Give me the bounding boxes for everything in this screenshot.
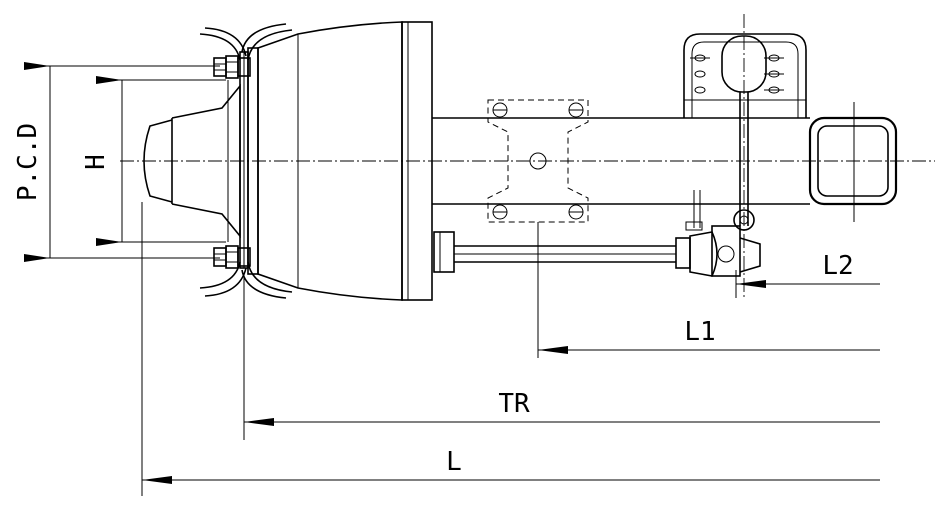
extension-lines [141,202,737,496]
bottom-wheel-bolt [213,245,251,269]
hub-cap [143,118,173,204]
h-dimension: H [81,76,226,246]
slack-adjuster [675,190,761,277]
l1-label: L1 [684,317,715,347]
l2-label: L2 [822,251,853,281]
brake-drum [257,21,433,301]
pcd-label: P.C.D [13,123,43,201]
l-label: L [446,447,462,477]
l-dimension: L [142,447,880,484]
spring-seat [487,99,589,223]
pcd-dimension: P.C.D [13,62,220,262]
l2-dimension: L2 [736,251,880,288]
tr-label: TR [498,389,530,419]
l1-dimension: L1 [538,317,880,354]
axle-square-section [808,102,898,222]
camshaft [433,231,676,273]
top-wheel-bolt [213,55,251,79]
h-label: H [81,154,111,170]
chamber-bracket [683,14,807,300]
top-bracket [199,23,293,61]
push-rod [733,92,755,231]
tr-dimension: TR [244,389,880,426]
axle-tube [432,117,810,205]
